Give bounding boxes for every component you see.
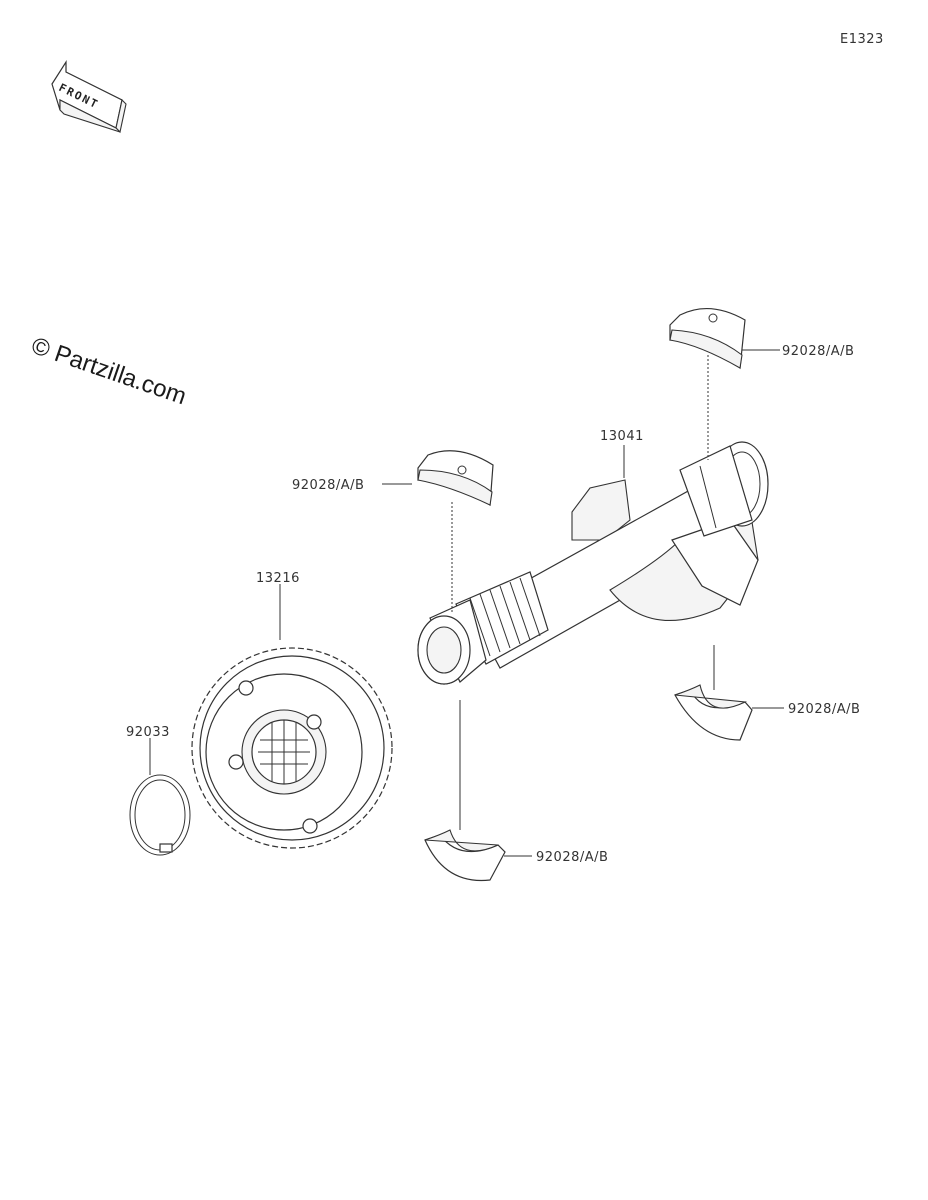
gear-hole [302,818,318,834]
bearing-shell-top-right [669,307,746,370]
front-arrow-icon: FRONT [51,59,127,134]
gear-hole [306,714,322,730]
callout-bearing-top-left: 92028/A/B [292,478,364,493]
balancer-shaft [417,441,769,685]
bearing-shell-bottom-left [424,829,506,882]
gear-hole [238,680,254,696]
balancer-gear [191,647,393,849]
diagram-id: E1323 [840,32,884,47]
callout-shaft: 13041 [600,429,644,444]
bearing-shell-top-left [417,450,494,507]
leader-lines [149,349,784,857]
callout-bearing-bottom-left: 92028/A/B [536,850,608,865]
callout-bearing-bottom-right: 92028/A/B [788,702,860,717]
gear-hole [228,754,244,770]
callout-circlip: 92033 [126,725,170,740]
shaft-splines [469,577,541,657]
bearing-shell-bottom-right [674,684,753,741]
callout-bearing-top-right: 92028/A/B [782,344,854,359]
gear-hub-splines [258,720,310,784]
watermark: © Partzilla.com [28,332,190,410]
circlip [129,774,191,856]
callout-gear: 13216 [256,571,300,586]
